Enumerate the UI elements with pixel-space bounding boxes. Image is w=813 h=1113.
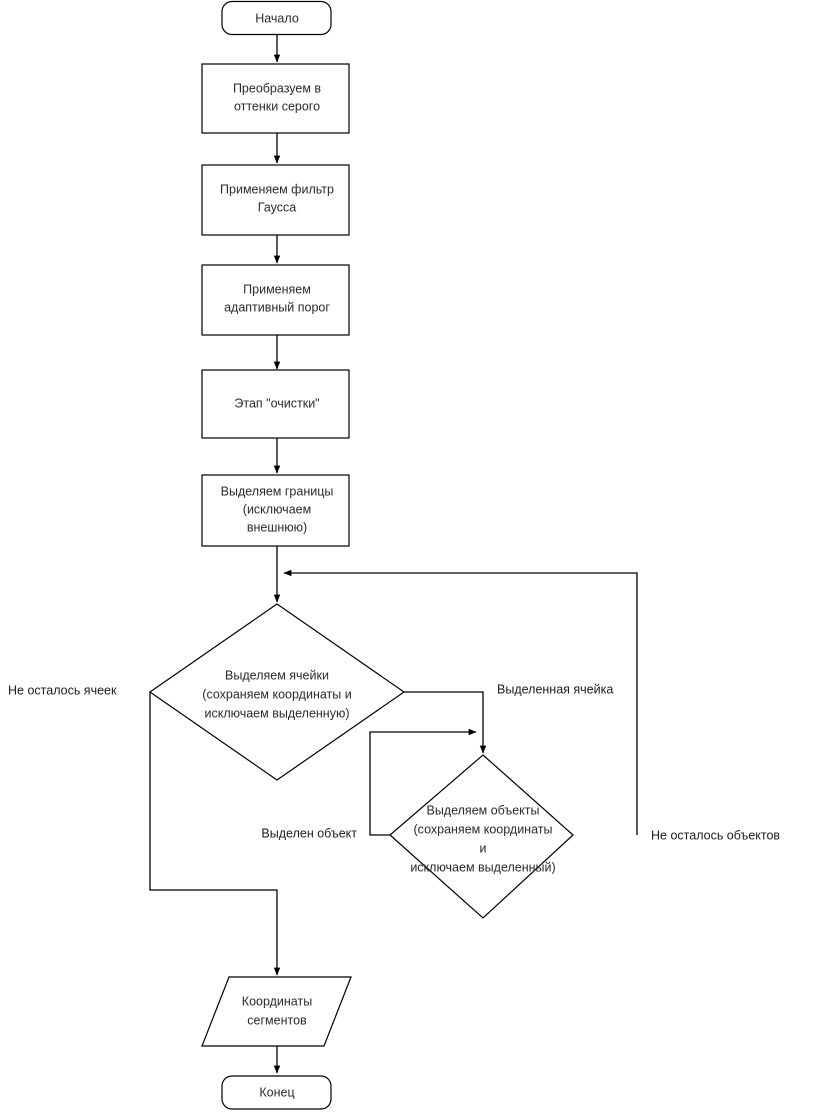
output-label-line1: Координаты [242,994,312,1008]
grayscale-label-line2: оттенки серого [234,99,320,113]
node-start[interactable]: Начало [221,0,332,36]
threshold-label-line1: Применяем [243,282,311,296]
node-cells-decision[interactable]: Выделяем ячейки (сохраняем координаты и … [148,603,406,781]
node-grayscale[interactable]: Преобразуем в оттенки серого [201,63,350,134]
borders-label-line3: внешнюю) [247,520,307,534]
node-output[interactable]: Координаты сегментов [201,976,352,1047]
objects-label-line2: (сохраняем координаты [414,822,553,836]
node-borders[interactable]: Выделяем границы (исключаем внешнюю) [201,474,350,547]
output-label-line2: сегментов [247,1013,307,1027]
objects-label-line3: и [480,841,487,855]
end-terminator-shape [221,1075,332,1110]
grayscale-process-shape [201,63,350,134]
start-label: Начало [255,11,299,25]
node-threshold[interactable]: Применяем адаптивный порог [201,264,350,336]
cleanup-process-shape [201,369,350,439]
cells-decision-shape [148,603,406,781]
node-gauss[interactable]: Применяем фильтр Гаусса [201,164,350,236]
borders-label-line2: (исключаем [243,502,311,516]
borders-process-shape [201,474,350,547]
node-cleanup[interactable]: Этап "очистки" [201,369,350,439]
edge-label-selected-cell: Выделенная ячейка [497,682,613,696]
gauss-label-line1: Применяем фильтр [220,182,334,196]
cells-label-line3: исключаем выделенную) [204,706,349,720]
borders-label-line1: Выделяем границы [221,484,334,498]
cells-label-line2: (сохраняем координаты и [202,687,351,701]
node-objects-decision[interactable]: Выделяем объекты (сохраняем координаты и… [389,754,574,919]
cleanup-label-line1: Этап "очистки" [234,396,319,410]
edge-label-no-cells-left: Не осталось ячеек [8,683,117,697]
cells-label-line1: Выделяем ячейки [225,668,329,682]
objects-label-line4: исключаем выделенный) [410,860,555,874]
edge-cells-to-objects [404,691,487,754]
objects-decision-shape [389,754,574,919]
node-end[interactable]: Конец [221,1075,332,1110]
output-data-shape [201,976,352,1047]
edge-objects-selfloop [369,728,477,836]
grayscale-label-line1: Преобразуем в [233,81,321,95]
end-label: Конец [259,1085,294,1099]
threshold-label-line2: адаптивный порог [224,300,330,314]
edge-label-selected-object: Выделен объект [261,826,357,840]
connectors [149,35,638,1074]
gauss-process-shape [201,164,350,236]
objects-label-line1: Выделяем объекты [426,803,539,817]
edge-label-no-objects-right: Не осталось объектов [651,828,780,842]
threshold-process-shape [201,264,350,336]
edge-cells-to-output [149,692,281,976]
start-terminator-shape [221,0,332,36]
edge-labels: Не осталось ячеек Выделенная ячейка Выде… [8,682,780,842]
edge-objects-loopback-to-cells [283,569,638,835]
gauss-label-line2: Гаусса [258,200,296,214]
